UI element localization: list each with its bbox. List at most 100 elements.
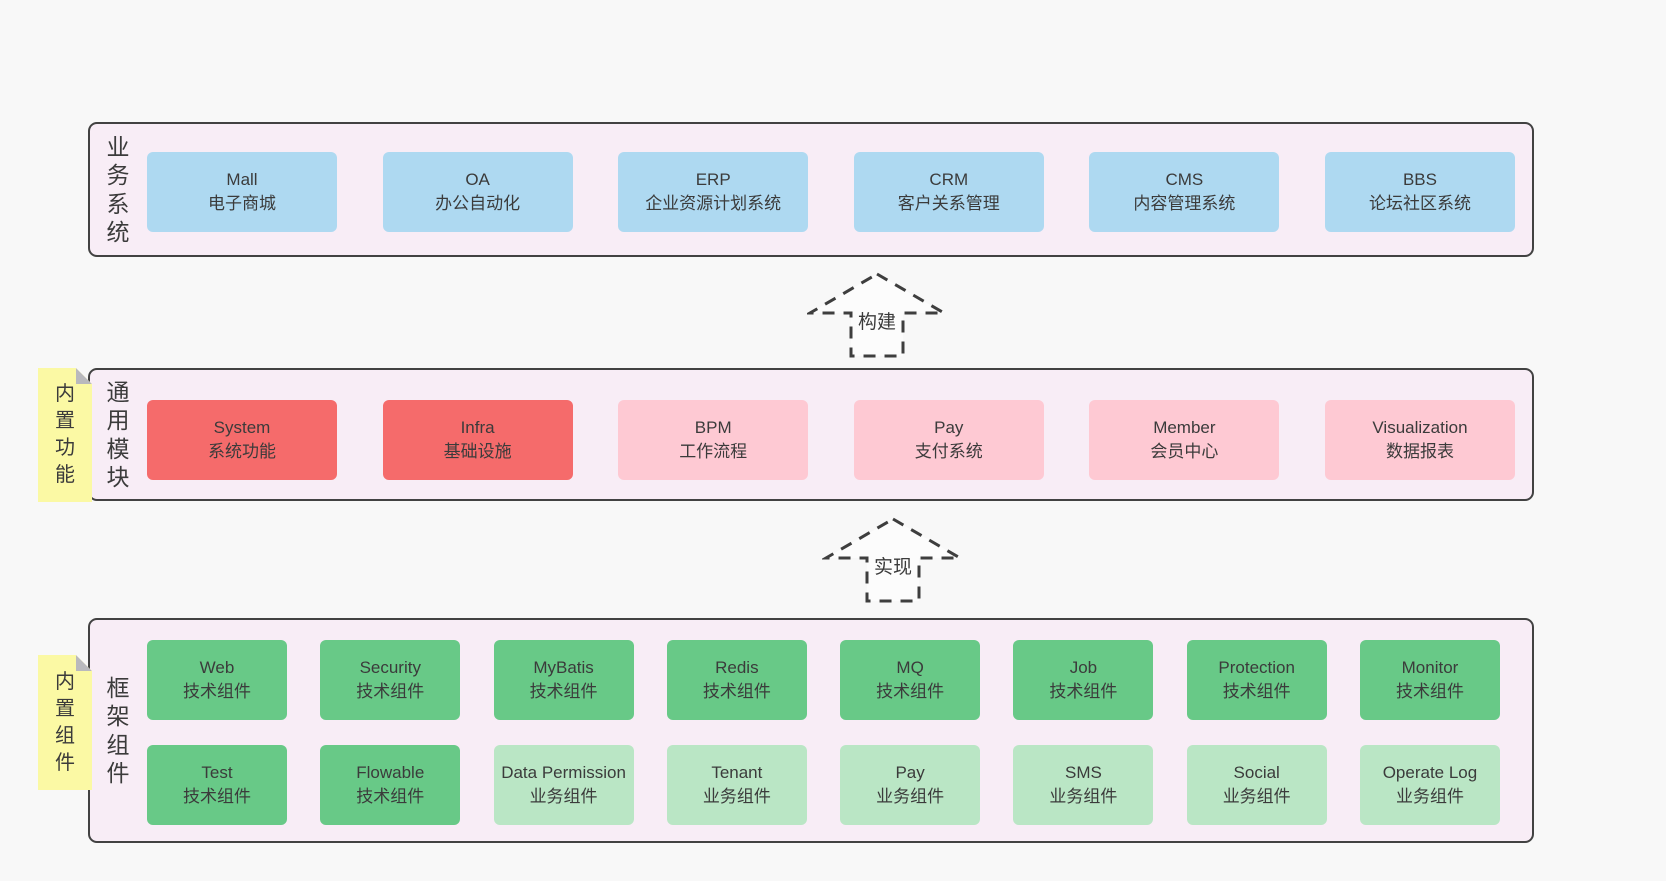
panel-business-systems: 业务系统 Mall 电子商城 OA 办公自动化 ERP 企业资源计划系统 CRM…: [88, 122, 1534, 257]
box-test: Test 技术组件: [147, 745, 287, 825]
box-sms: SMS 业务组件: [1013, 745, 1154, 825]
box-protection: Protection 技术组件: [1186, 640, 1327, 720]
box-title: BBS: [1402, 169, 1437, 189]
panel-modules-side-label: 通用模块: [98, 370, 138, 499]
box-title: Security: [359, 657, 421, 677]
box-monitor: Monitor 技术组件: [1359, 640, 1500, 720]
box-flowable: Flowable 技术组件: [320, 745, 461, 825]
box-oa: OA 办公自动化: [382, 152, 573, 232]
box-crm: CRM 客户关系管理: [853, 152, 1044, 232]
box-bbs: BBS 论坛社区系统: [1324, 152, 1515, 232]
box-subtitle: 业务组件: [702, 787, 771, 806]
box-subtitle: 支付系统: [914, 442, 983, 461]
box-infra: Infra 基础设施: [382, 400, 573, 480]
components-box-row-1: Web 技术组件 Security 技术组件 MyBatis 技术组件 Redi…: [147, 640, 1500, 720]
box-job: Job 技术组件: [1013, 640, 1154, 720]
box-subtitle: 系统功能: [208, 442, 276, 461]
box-title: Tenant: [711, 762, 763, 782]
box-system: System 系统功能: [147, 400, 337, 480]
box-security: Security 技术组件: [320, 640, 461, 720]
box-data-permission: Data Permission 业务组件: [493, 745, 634, 825]
box-mybatis: MyBatis 技术组件: [493, 640, 634, 720]
box-subtitle: 技术组件: [183, 682, 251, 701]
box-pay-module: Pay 支付系统: [853, 400, 1044, 480]
panel-common-modules: 通用模块 System 系统功能 Infra 基础设施 BPM 工作流程 Pay…: [88, 368, 1534, 501]
sticky-label: 内置组件: [55, 670, 75, 774]
components-box-row-2: Test 技术组件 Flowable 技术组件 Data Permission …: [147, 745, 1500, 825]
sticky-built-in-components: 内置组件: [38, 655, 92, 790]
box-subtitle: 内容管理系统: [1133, 194, 1236, 213]
box-subtitle: 业务组件: [876, 787, 945, 806]
box-subtitle: 技术组件: [529, 682, 598, 701]
box-title: CMS: [1165, 169, 1204, 189]
box-title: Test: [201, 762, 233, 782]
box-title: Flowable: [356, 762, 425, 782]
sticky-built-in-features: 内置功能: [38, 368, 92, 502]
panel-business-side-label: 业务系统: [98, 124, 138, 255]
box-title: Pay: [895, 762, 925, 782]
box-subtitle: 技术组件: [702, 682, 771, 701]
box-subtitle: 技术组件: [876, 682, 945, 701]
box-subtitle: 论坛社区系统: [1368, 194, 1471, 213]
box-web: Web 技术组件: [147, 640, 287, 720]
box-subtitle: 业务组件: [1222, 787, 1291, 806]
box-title: Pay: [934, 417, 964, 437]
box-subtitle: 技术组件: [1395, 682, 1464, 701]
box-subtitle: 技术组件: [356, 787, 425, 806]
box-subtitle: 技术组件: [183, 787, 251, 806]
box-title: Redis: [715, 657, 759, 677]
arrow-build: 构建: [807, 270, 947, 360]
box-title: Monitor: [1401, 657, 1459, 677]
arrow-build-shape: [807, 272, 947, 358]
box-subtitle: 业务组件: [1395, 787, 1464, 806]
panel-components-side-label: 框架组件: [98, 620, 138, 841]
box-operate-log: Operate Log 业务组件: [1359, 745, 1500, 825]
arrow-implement: 实现: [822, 515, 964, 605]
box-title: MyBatis: [533, 657, 594, 677]
box-title: Social: [1233, 762, 1280, 782]
box-subtitle: 技术组件: [1049, 682, 1118, 701]
box-erp: ERP 企业资源计划系统: [618, 152, 809, 232]
box-cms: CMS 内容管理系统: [1089, 152, 1280, 232]
sticky-label: 内置功能: [55, 383, 75, 486]
side-label-text: 框架组件: [106, 675, 130, 786]
box-title: SMS: [1064, 762, 1102, 782]
box-title: Infra: [460, 417, 495, 437]
box-title: Visualization: [1372, 417, 1468, 437]
box-title: Job: [1069, 657, 1098, 677]
box-title: Data Permission: [501, 762, 626, 782]
panel-framework-components: 框架组件 Web 技术组件 Security 技术组件 MyBatis 技术组件…: [88, 618, 1534, 843]
box-redis: Redis 技术组件: [666, 640, 807, 720]
box-title: ERP: [695, 169, 731, 189]
box-title: MQ: [896, 657, 924, 677]
box-subtitle: 企业资源计划系统: [645, 194, 782, 213]
box-title: Operate Log: [1382, 762, 1478, 782]
box-title: Protection: [1218, 657, 1295, 677]
side-label-text: 业务系统: [106, 134, 130, 245]
modules-box-row: System 系统功能 Infra 基础设施 BPM 工作流程 Pay 支付系统…: [147, 400, 1515, 480]
arrow-build-label: 构建: [858, 311, 896, 333]
box-social: Social 业务组件: [1186, 745, 1327, 825]
box-mq: MQ 技术组件: [840, 640, 981, 720]
box-subtitle: 技术组件: [356, 682, 425, 701]
box-subtitle: 会员中心: [1150, 442, 1219, 461]
business-box-row: Mall 电子商城 OA 办公自动化 ERP 企业资源计划系统 CRM 客户关系…: [147, 152, 1515, 232]
box-bpm: BPM 工作流程: [618, 400, 809, 480]
box-tenant: Tenant 业务组件: [666, 745, 807, 825]
box-title: Web: [199, 657, 235, 677]
box-title: System: [213, 417, 271, 437]
box-mall: Mall 电子商城: [147, 152, 337, 232]
box-subtitle: 电子商城: [208, 194, 276, 213]
box-subtitle: 工作流程: [679, 442, 748, 461]
box-subtitle: 数据报表: [1385, 442, 1454, 461]
box-visualization: Visualization 数据报表: [1324, 400, 1515, 480]
box-title: Mall: [226, 169, 258, 189]
side-label-text: 通用模块: [106, 379, 130, 490]
box-subtitle: 业务组件: [1049, 787, 1118, 806]
box-subtitle: 办公自动化: [435, 194, 521, 213]
box-member: Member 会员中心: [1089, 400, 1280, 480]
box-title: OA: [465, 169, 490, 189]
box-pay-component: Pay 业务组件: [840, 745, 981, 825]
box-subtitle: 业务组件: [529, 787, 598, 806]
